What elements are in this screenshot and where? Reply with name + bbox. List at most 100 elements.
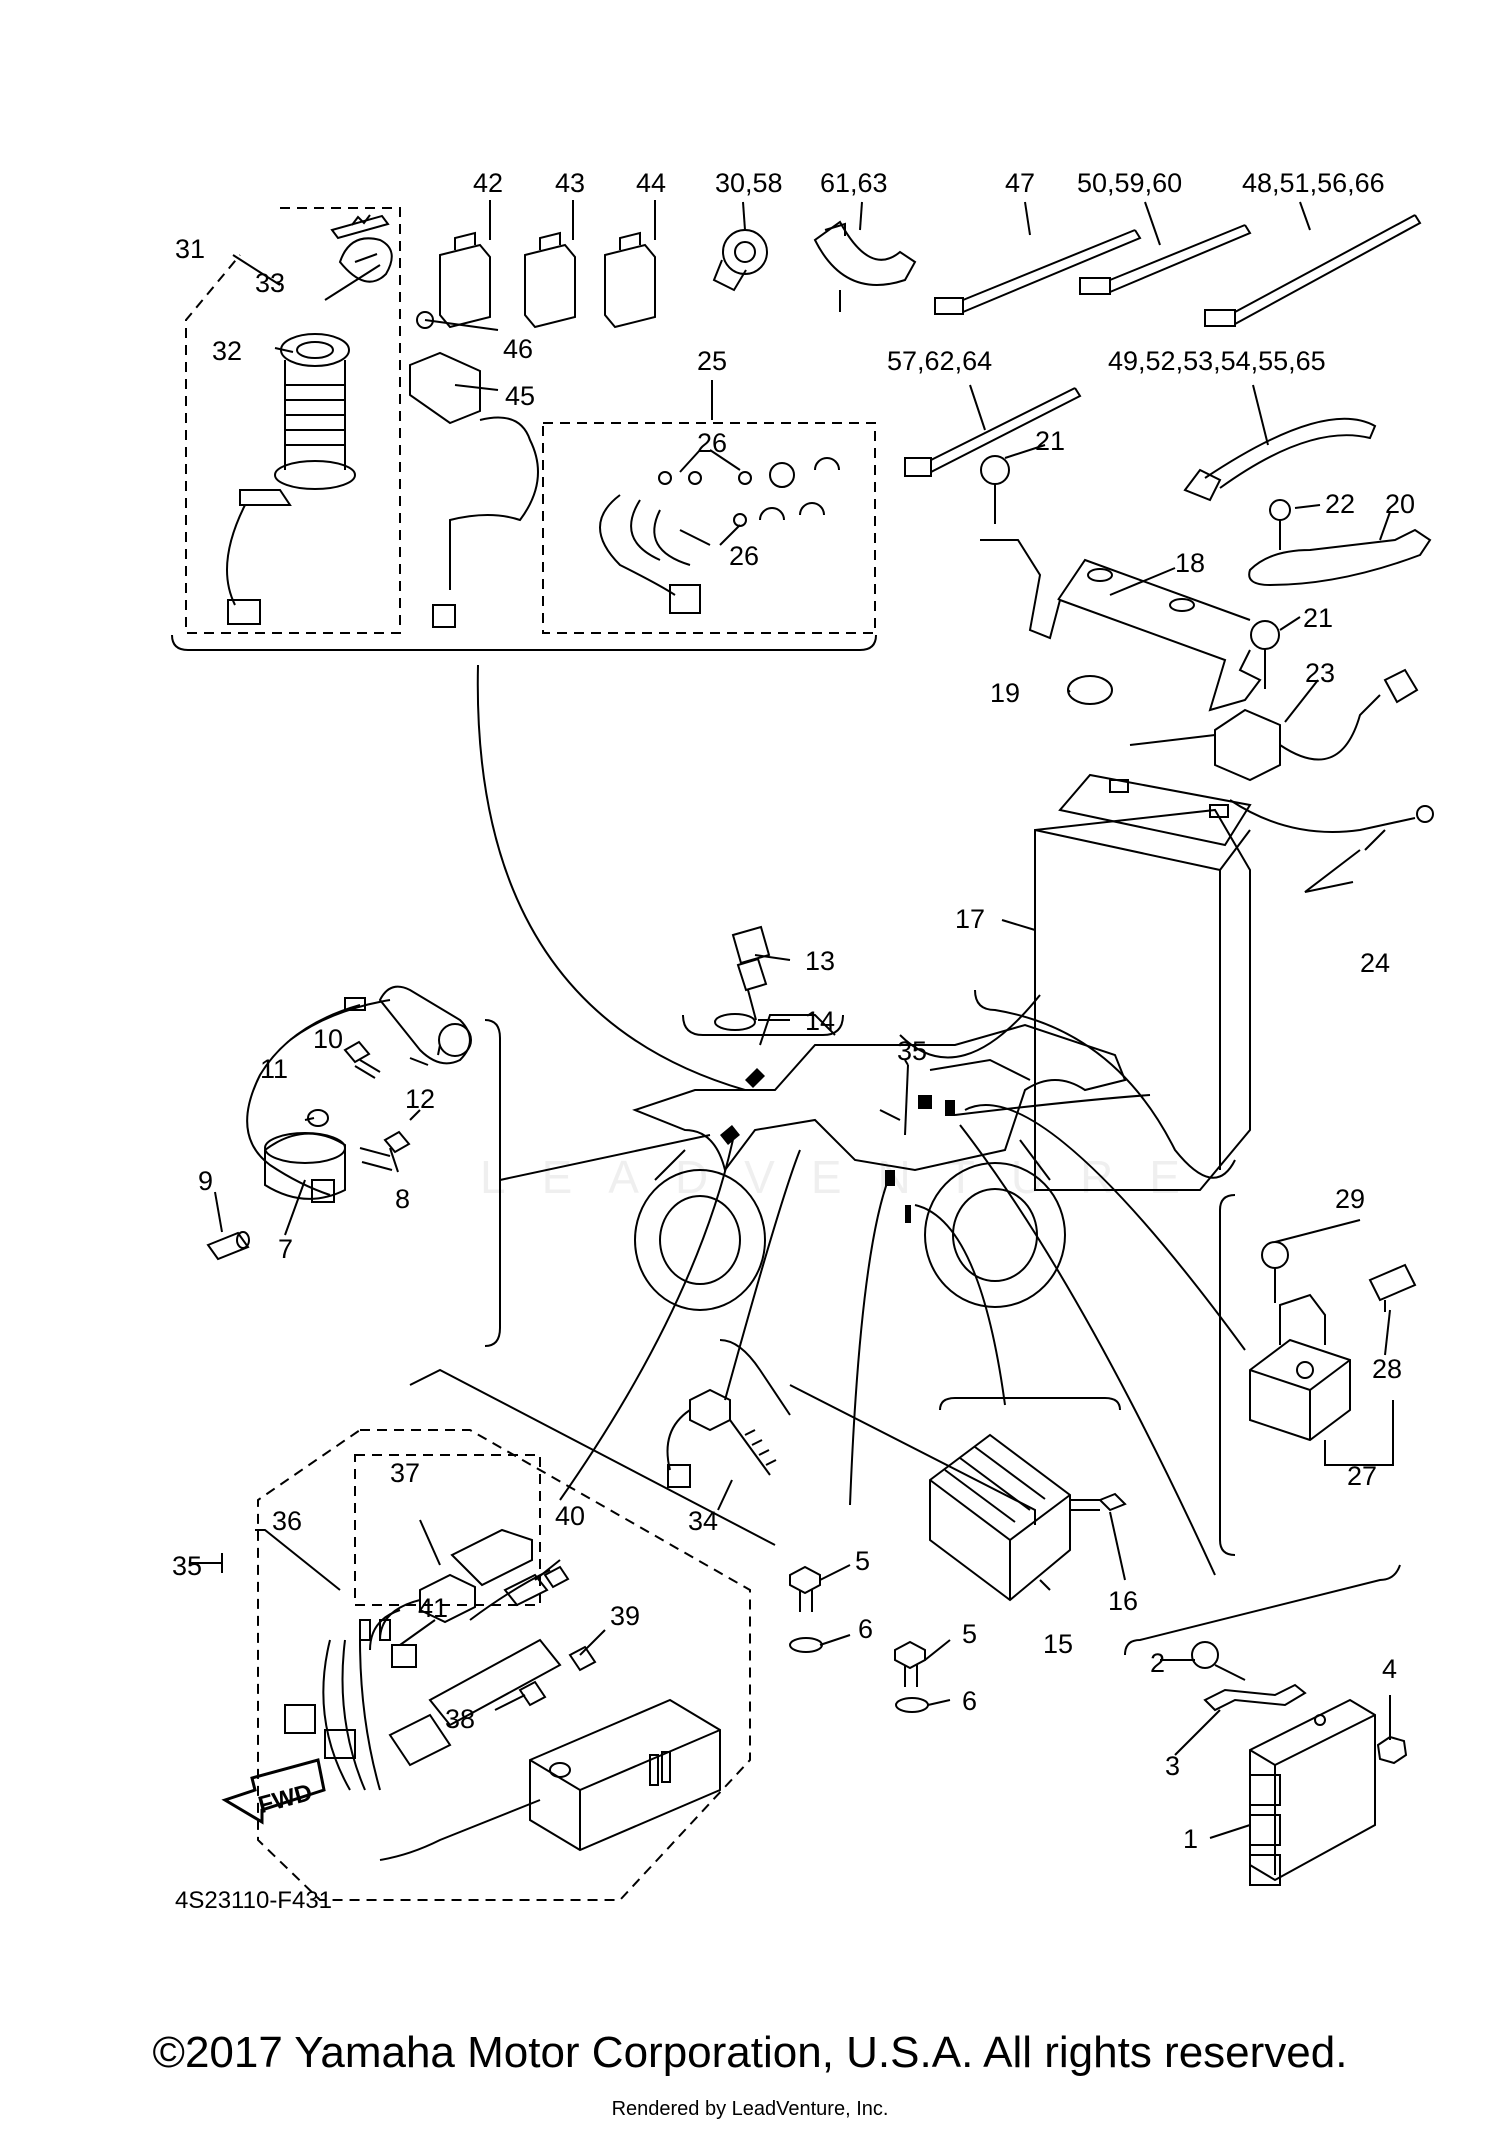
cdi-group-bracket [1124,1564,1401,1656]
callout-50-59-60: 50,59,60 [1077,168,1182,198]
wire-harness-35-icon [284,1565,570,1791]
fuse-box-icon [379,1698,721,1861]
callout-48-51-56-66: 48,51,56,66 [1242,168,1385,198]
callout-24: 24 [1360,948,1390,978]
leader-35b [904,1064,909,1136]
callout-5a: 5 [855,1546,870,1576]
ignition-coil-7-icon [246,997,391,1203]
callout-39: 39 [610,1601,640,1631]
relay-45-icon [409,311,539,628]
coupler-42-icon [439,231,491,329]
callout-7: 7 [278,1234,293,1264]
thermo-switch-13-icon [731,925,771,1021]
fuse-holder-36-icon [369,1528,533,1651]
callout-21a: 21 [1035,426,1065,456]
callout-36: 36 [272,1506,302,1536]
cable-tie-50-icon [1079,224,1252,295]
callout-41: 41 [418,1593,448,1623]
callout-9: 9 [198,1166,213,1196]
washer-6a-icon [789,1637,823,1653]
bolt-8-icon [359,1130,411,1171]
bolt-10-icon [343,1040,381,1079]
callout-30-58: 30,58 [715,168,783,198]
callout-45: 45 [505,381,535,411]
callout-34: 34 [688,1506,718,1536]
relay-group-bracket [1219,1194,1236,1556]
callout-35b: 35 [897,1036,927,1066]
callout-16: 16 [1108,1586,1138,1616]
callout-14: 14 [805,1006,835,1036]
callout-31: 31 [175,234,205,264]
fuse-38-icon [518,1680,547,1707]
harness-36-dashed-box [354,1454,541,1606]
rectifier-bracket [939,1397,1121,1411]
switch-34-bracket [719,1339,791,1416]
callout-28: 28 [1372,1354,1402,1384]
watermark: LEADVENTURE [480,1151,1216,1203]
coupler-44-icon [604,231,656,329]
battery-lead-24-icon [1229,799,1434,893]
bolt-5a-icon [789,1565,821,1612]
callout-26b: 26 [729,541,759,571]
wire-lead-25-icon [599,457,840,614]
diagram-code: 4S23110-F431 [175,1887,332,1914]
cable-tie-49-icon [1183,417,1377,502]
callout-47: 47 [1005,168,1035,198]
callout-2: 2 [1150,1648,1165,1678]
copyright-notice: ©2017 Yamaha Motor Corporation, U.S.A. A… [152,2028,1348,2077]
fwd-label: FWD [255,1779,315,1819]
screw-29-icon [1261,1241,1289,1303]
callout-20: 20 [1385,489,1415,519]
callout-26a: 26 [697,428,727,458]
gasket-14-icon [714,1013,756,1031]
callout-4: 4 [1382,1654,1397,1684]
stay-3-icon [1203,1683,1307,1712]
callout-3: 3 [1165,1751,1180,1781]
coupler-43-icon [524,231,576,329]
callout-leaders [190,201,1391,1839]
atv-leader-lines [476,664,1246,1576]
top-group-bracket [171,634,877,651]
callout-35a: 35 [172,1551,202,1581]
cable-tie-57-icon [904,387,1082,477]
starter-relay-27-icon [1249,1293,1351,1442]
callout-49-52-53-54-55-65: 49,52,53,54,55,65 [1108,346,1326,376]
callout-27: 27 [1347,1461,1377,1491]
bracket-18-icon [980,539,1262,712]
bolt-16-icon [1070,1492,1127,1512]
washer-6b-icon [895,1697,929,1713]
washer-11-icon [307,1109,329,1127]
leader-35b-tip [879,1109,901,1121]
thermo-switch-bracket [682,1014,844,1036]
callout-25: 25 [697,346,727,376]
callout-17: 17 [955,904,985,934]
callout-38: 38 [445,1704,475,1734]
callout-32: 32 [212,336,242,366]
callout-18: 18 [1175,548,1205,578]
callout-5b: 5 [962,1619,977,1649]
wire-lead-25-dashed-box [542,422,876,634]
callout-8: 8 [395,1184,410,1214]
battery-17-icon [1034,773,1252,1191]
bolt-21a-icon [980,455,1010,524]
clamp-30-icon [712,229,768,292]
callout-22: 22 [1325,489,1355,519]
callout-61-63: 61,63 [820,168,888,198]
callout-15: 15 [1043,1629,1073,1659]
callout-19: 19 [990,678,1020,708]
pipe-9-icon [206,1231,250,1261]
callout-6a: 6 [858,1614,873,1644]
plug-cap-12-icon [378,985,472,1065]
leader-42-44 [489,200,656,240]
battery-lead-23-icon [1129,668,1419,782]
main-switch-dashed-box [185,207,401,634]
cable-tie-47-icon [934,229,1142,315]
nut-4-icon [1376,1735,1408,1765]
callout-42: 42 [473,168,503,198]
rendered-by-credit: Rendered by LeadVenture, Inc. [611,2098,889,2120]
callout-33: 33 [255,268,285,298]
ignition-key-icon [330,214,393,283]
callout-29: 29 [1335,1184,1365,1214]
callout-6b: 6 [962,1686,977,1716]
